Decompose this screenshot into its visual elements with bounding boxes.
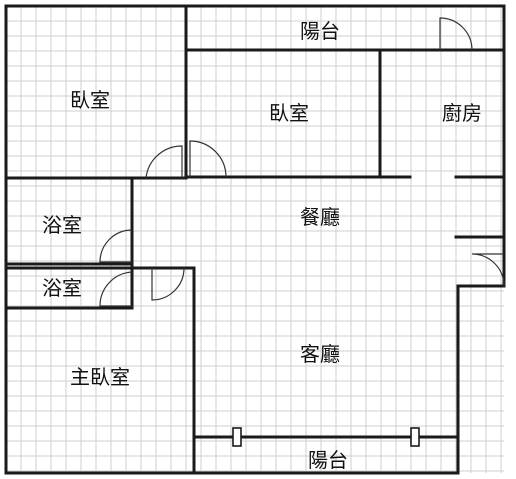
door-bath-upper — [99, 229, 133, 263]
door-bedroom-left — [145, 145, 183, 179]
bedroom-left-wall — [4, 48, 188, 180]
door-bath-lower — [99, 271, 133, 307]
label-living: 客廳 — [300, 342, 340, 366]
label-balcony-top: 陽台 — [300, 19, 340, 43]
label-bath-lower: 浴室 — [42, 276, 82, 300]
door-swings — [99, 17, 505, 307]
window-mark-right — [410, 427, 420, 447]
label-kitchen: 廚房 — [442, 101, 482, 125]
window-mark-left — [232, 427, 242, 447]
label-bath-upper: 浴室 — [42, 213, 82, 237]
outer-wall — [4, 4, 506, 475]
walls — [4, 4, 506, 475]
label-bedroom-left: 臥室 — [70, 88, 110, 112]
door-balcony-top — [439, 17, 473, 51]
label-bedroom-mid: 臥室 — [269, 101, 309, 125]
door-bedroom-mid — [189, 140, 227, 178]
label-dining: 餐廳 — [300, 205, 340, 229]
label-balcony-bottom: 陽台 — [308, 448, 348, 472]
sliding-door-frames — [232, 427, 420, 447]
bath-walls — [4, 176, 134, 310]
label-master-bedroom: 主臥室 — [70, 365, 130, 389]
door-master — [151, 267, 185, 301]
bedroom-mid-wall — [184, 48, 506, 239]
door-kitchen-side — [471, 253, 505, 287]
room-labels: 陽台 臥室 臥室 廚房 浴室 餐廳 浴室 主臥室 客廳 陽台 — [42, 19, 482, 472]
